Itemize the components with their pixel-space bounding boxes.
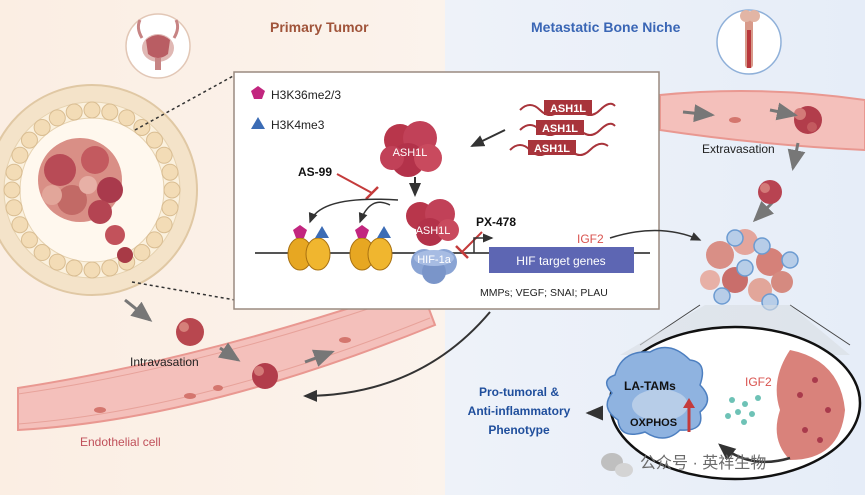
translation-arrow: [470, 129, 506, 147]
target-genes-label: HIF target genes: [516, 254, 605, 268]
epithelial-cell: [101, 259, 119, 277]
extravasation-label: Extravasation: [702, 142, 775, 156]
epithelial-cell: [101, 103, 119, 121]
watermark-text: 公众号 · 英祥生物: [640, 454, 766, 472]
methylation-arrow-2: [308, 198, 399, 224]
intravasation-label: Intravasation: [130, 355, 199, 369]
ash1l-complex: [406, 199, 459, 246]
epithelial-cell: [155, 216, 173, 234]
phenotype-line-1: Pro-tumoral &: [479, 385, 559, 399]
oxphos-label: OXPHOS: [630, 417, 677, 429]
metastatic-niche-title: Metastatic Bone Niche: [531, 19, 681, 35]
targets-list: MMPs; VEGF; SNAI; PLAU: [480, 287, 608, 299]
triangle-icon: [251, 117, 265, 129]
epithelial-cell: [65, 103, 83, 121]
as99-label: AS-99: [298, 165, 332, 179]
gene-label-2: ASH1L: [542, 123, 578, 135]
epithelial-cell: [48, 109, 66, 127]
wechat-icon: [601, 453, 633, 477]
epithelial-cell: [163, 181, 181, 199]
ash1l-gene-stack: ASH1L ASH1L ASH1L: [509, 100, 616, 156]
bladder-icon: [125, 13, 191, 79]
epithelial-cell: [3, 181, 21, 199]
legend-h3k36-label: H3K36me2/3: [271, 88, 341, 102]
epithelial-cell: [118, 109, 136, 127]
epithelial-cell: [146, 231, 164, 249]
epithelial-cell: [20, 231, 38, 249]
epithelial-cell: [5, 199, 23, 217]
tumor-clusters-intravasation: [176, 318, 278, 389]
legend: H3K36me2/3 H3K4me3: [251, 86, 341, 132]
epithelial-cell: [133, 118, 151, 136]
epithelial-cell: [48, 253, 66, 271]
px478-label: PX-478: [476, 215, 516, 229]
phenotype-line-3: Phenotype: [488, 423, 550, 437]
phenotype-line-2: Anti-inflammatory: [468, 404, 571, 418]
as99-inhibitor-bar: [365, 186, 379, 200]
tumor-mass: [38, 138, 133, 263]
hif-label: HIF-1a: [417, 254, 452, 266]
ash1l-protein-label: ASH1L: [393, 147, 428, 159]
hif-complex: [411, 249, 457, 284]
epithelial-cell-ring: [3, 101, 181, 279]
tss-arrow: [473, 233, 494, 253]
bone-niche-cluster: [700, 229, 799, 311]
nucleosome-2: [349, 225, 393, 271]
feedback-arrow: [303, 311, 491, 402]
epithelial-cell: [83, 261, 101, 279]
epithelial-cell: [11, 146, 29, 164]
target-genes-box: [489, 247, 634, 273]
igf2-label: IGF2: [577, 232, 604, 246]
px478-inhibitor-bar: [455, 245, 469, 259]
nucleosome-1: [287, 225, 331, 271]
primary-tumor-title: Primary Tumor: [270, 19, 369, 35]
la-tams-label: LA-TAMs: [624, 379, 676, 393]
zoom-line-top: [134, 74, 236, 131]
epithelial-cell: [146, 131, 164, 149]
as99-inhibitor-line: [336, 173, 373, 194]
px478-inhibitor-line: [461, 231, 483, 253]
epithelial-cell: [133, 244, 151, 262]
primary-duct: [0, 84, 198, 296]
pentagon-icon: [251, 86, 265, 99]
epithelial-cell: [20, 131, 38, 149]
bone-icon: [716, 9, 782, 75]
ash1l-protein: [380, 121, 442, 177]
epithelial-cell: [161, 163, 179, 181]
legend-h3k4-label: H3K4me3: [271, 118, 325, 132]
epithelial-cell: [11, 216, 29, 234]
gene-label-3: ASH1L: [534, 143, 570, 155]
epithelial-cell: [5, 163, 23, 181]
epithelial-cell: [161, 199, 179, 217]
epithelial-cell: [83, 101, 101, 119]
epithelial-cell: [65, 259, 83, 277]
methylation-arrow-1: [358, 201, 391, 224]
ash1l-complex-label: ASH1L: [416, 225, 451, 237]
igf2-arrow: [609, 229, 702, 241]
tumor-cell-extravasating: [758, 180, 782, 204]
epithelial-cell: [33, 244, 51, 262]
epithelial-cell: [155, 146, 173, 164]
igf2-niche-label: IGF2: [745, 375, 772, 389]
epithelial-cell: [33, 118, 51, 136]
niche-oval: [606, 325, 862, 481]
gene-label-1: ASH1L: [550, 103, 586, 115]
endothelial-label: Endothelial cell: [80, 435, 161, 449]
